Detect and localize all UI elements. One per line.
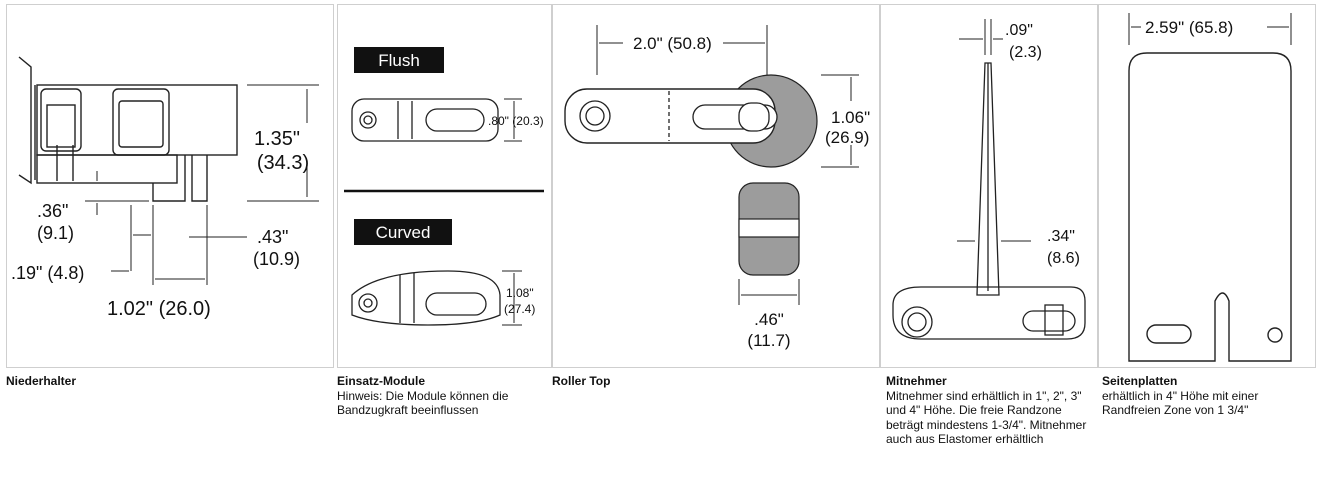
einsatz-drawing: Flush .80" (20.3) Curved 1.08" [344, 47, 544, 326]
mitnehmer-title: Mitnehmer [886, 374, 947, 388]
flight-top-in: .09" [1005, 22, 1033, 39]
seiten-text: erhältlich in 4" Höhe mit einer Randfrei… [1102, 388, 1259, 418]
roller-drawing: 2.0" (50.8) 1.06" (26.9) .46" (11.7) [564, 25, 870, 350]
einsatz-text: Hinweis: Die Module können die Bandzugkr… [337, 388, 509, 418]
seiten-panel: 2.59" (65.8) [1098, 4, 1316, 368]
niederhalter-title: Niederhalter [6, 374, 77, 388]
roller-diam-in: 1.06" [831, 108, 870, 127]
einsatz-caption: Einsatz-Module Hinweis: Die Module könne… [337, 374, 549, 418]
mitnehmer-panel: .09" (2.3) .34" (8.6) [880, 4, 1098, 368]
mitnehmer-drawing: .09" (2.3) .34" (8.6) [892, 19, 1086, 340]
dim-a-mm: (9.1) [37, 223, 74, 243]
curved-dim-mm: (27.4) [504, 302, 535, 316]
flight-base-in: .34" [1047, 228, 1075, 245]
dim-b-mm: (10.9) [253, 249, 300, 269]
seiten-title: Seitenplatten [1102, 374, 1178, 388]
curved-badge [354, 219, 452, 245]
seiten-caption: Seitenplatten erhältlich in 4" Höhe mit … [1102, 374, 1314, 418]
flush-badge [354, 47, 444, 73]
einsatz-title: Einsatz-Module [337, 374, 426, 388]
plate-width: 2.59" (65.8) [1145, 18, 1233, 37]
dim-a-in: .36" [37, 201, 68, 221]
flush-dim: .80" (20.3) [488, 114, 544, 128]
curved-label: Curved [376, 223, 431, 242]
roller-diam-mm: (26.9) [825, 128, 869, 147]
roller-pitch: 2.0" (50.8) [633, 34, 712, 53]
seiten-drawing: 2.59" (65.8) [1128, 13, 1292, 362]
mitnehmer-text: Mitnehmer sind erhältlich in 1", 2", 3" … [886, 388, 1087, 447]
dim-c: .19" (4.8) [11, 263, 84, 283]
flight-base-mm: (8.6) [1047, 250, 1080, 267]
niederhalter-caption: Niederhalter [6, 374, 326, 389]
flight-top-mm: (2.3) [1009, 44, 1042, 61]
dim-height-mm: (34.3) [257, 152, 309, 174]
dim-b-in: .43" [257, 227, 288, 247]
flush-label: Flush [378, 51, 420, 70]
dim-width: 1.02" (26.0) [107, 298, 211, 320]
roller-panel: 2.0" (50.8) 1.06" (26.9) .46" (11.7) [552, 4, 880, 368]
roller-caption: Roller Top [552, 374, 872, 389]
niederhalter-panel: 1.35" (34.3) .36" (9.1) .43" (10.9) .19"… [6, 4, 334, 368]
roller-title: Roller Top [552, 374, 611, 388]
roller-width-in: .46" [754, 310, 784, 329]
dim-height-in: 1.35" [254, 128, 300, 150]
curved-dim-in: 1.08" [506, 286, 534, 300]
einsatz-panel: Flush .80" (20.3) Curved 1.08" [337, 4, 552, 368]
mitnehmer-caption: Mitnehmer Mitnehmer sind erhältlich in 1… [886, 374, 1096, 447]
roller-width-mm: (11.7) [747, 331, 790, 350]
niederhalter-drawing: 1.35" (34.3) .36" (9.1) .43" (10.9) .19"… [11, 56, 319, 320]
